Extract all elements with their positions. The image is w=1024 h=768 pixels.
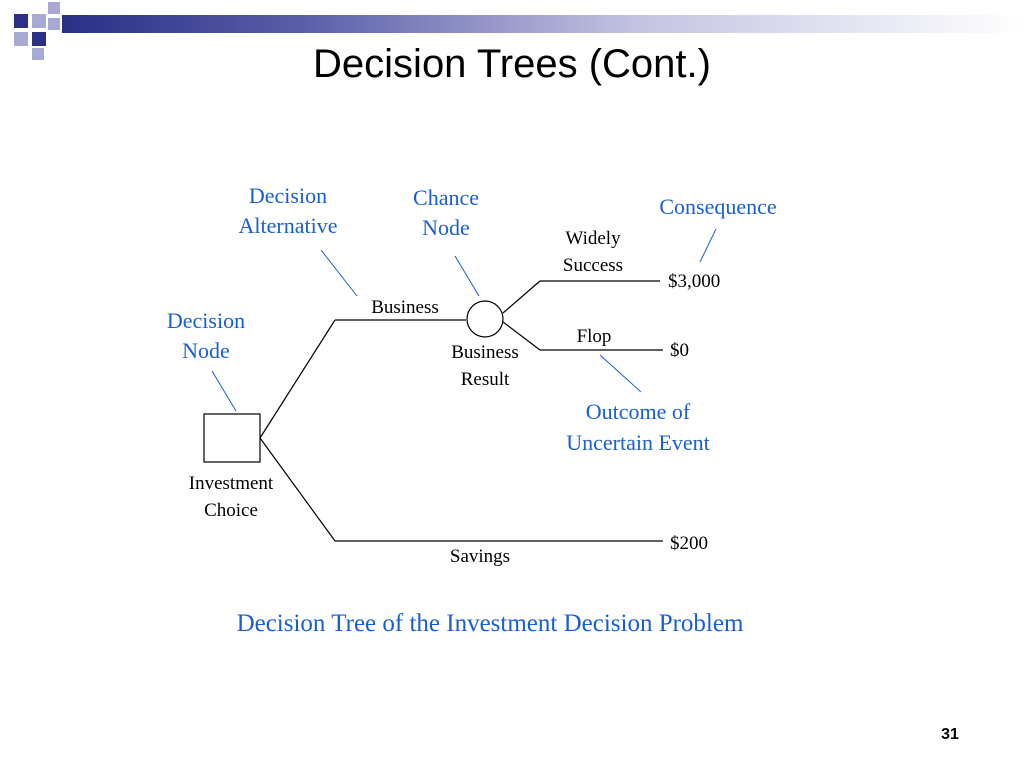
diagram-caption: Decision Tree of the Investment Decision… [236, 610, 744, 637]
title-gradient-bar [62, 15, 1024, 33]
decision-node-label-line2: Choice [204, 500, 258, 521]
savings-branch-label: Savings [450, 546, 510, 567]
savings-branch-diagonal [259, 437, 336, 542]
decision-node-square [203, 413, 261, 463]
corner-decoration-square [14, 14, 28, 28]
chance-node-label-line2: Result [461, 369, 510, 390]
page-number: 31 [941, 726, 959, 743]
payoff-success: $3,000 [668, 271, 720, 292]
callout-decision-alternative-line1: Decision [249, 183, 327, 208]
callout-chance-node-line1: Chance [413, 185, 479, 210]
success-branch-label-line2: Success [563, 255, 623, 276]
chance-node-circle [466, 300, 504, 338]
callout-decision-node-line1: Decision [167, 308, 245, 333]
success-branch-diagonal [502, 280, 541, 314]
callout-outcome-line2: Uncertain Event [566, 430, 710, 455]
chance-node-label-line1: Business [451, 342, 519, 363]
corner-decoration-square [48, 18, 60, 30]
corner-decoration-square [32, 48, 44, 60]
callout-chance-node-line2: Node [422, 215, 470, 240]
callout-decision-node-line2: Node [182, 338, 230, 363]
business-branch-label: Business [371, 297, 439, 318]
callout-leader-consequence [699, 228, 717, 263]
callout-leader-decision-node [211, 370, 237, 412]
slide-title: Decision Trees (Cont.) [313, 42, 711, 86]
callout-consequence: Consequence [659, 194, 776, 219]
callout-leader-decision-alternative [320, 249, 358, 297]
corner-decoration-square [32, 14, 46, 28]
payoff-savings: $200 [670, 533, 708, 554]
flop-branch-diagonal [502, 321, 541, 351]
corner-decoration-square [14, 32, 28, 46]
corner-decoration-square [48, 2, 60, 14]
callout-decision-alternative-line2: Alternative [239, 213, 338, 238]
success-branch-label-line1: Widely [565, 228, 621, 249]
business-branch-diagonal [259, 319, 336, 439]
callout-leader-chance-node [454, 255, 480, 297]
decision-node-label-line1: Investment [189, 473, 274, 494]
corner-decoration-square [32, 32, 46, 46]
callout-leader-outcome [599, 354, 642, 393]
callout-outcome-line1: Outcome of [586, 399, 691, 424]
flop-branch-label: Flop [577, 326, 612, 347]
payoff-flop: $0 [670, 340, 689, 361]
